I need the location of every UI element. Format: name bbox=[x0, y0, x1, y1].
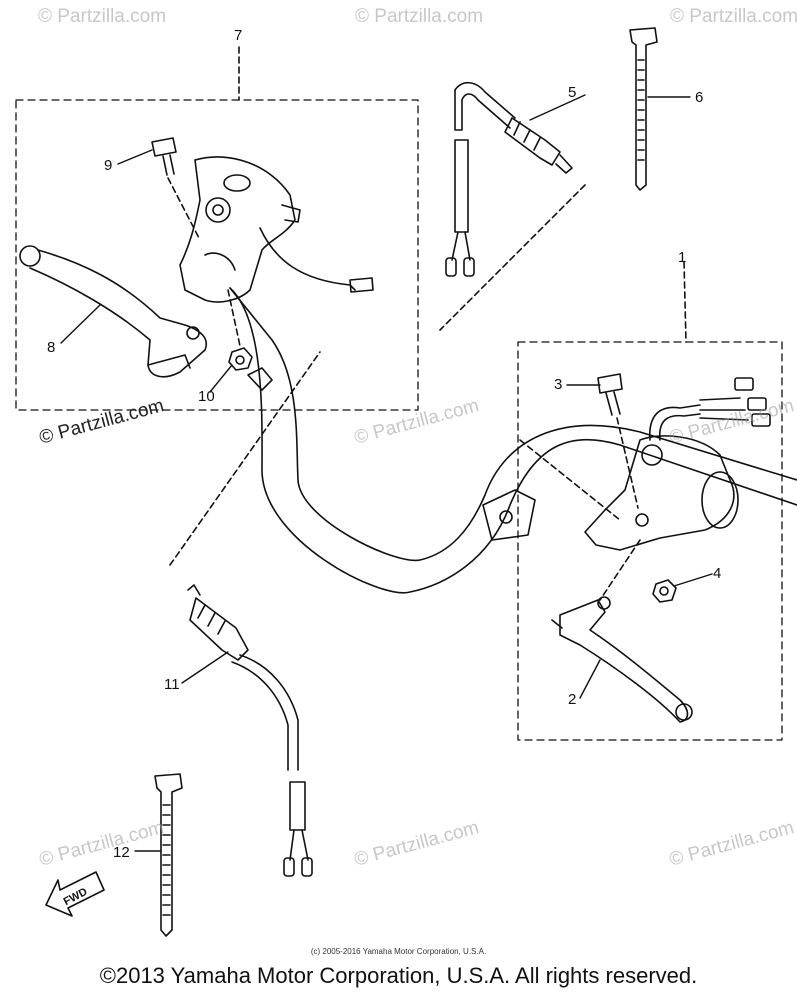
callout-9: 9 bbox=[104, 157, 113, 174]
callout-4: 4 bbox=[713, 565, 722, 582]
callout-12: 12 bbox=[113, 844, 130, 861]
handlebar-tube bbox=[229, 287, 797, 594]
copyright-small: (c) 2005-2016 Yamaha Motor Corporation, … bbox=[310, 947, 487, 956]
watermark: © Partzilla.com bbox=[355, 6, 484, 27]
switch-cable-5 bbox=[439, 81, 586, 331]
nut-4 bbox=[652, 579, 677, 603]
nut-10 bbox=[227, 289, 273, 391]
callout-10: 10 bbox=[198, 388, 215, 405]
cable-tie-12 bbox=[154, 773, 183, 937]
screw-3 bbox=[597, 373, 639, 509]
screw-9 bbox=[151, 137, 201, 241]
callout-2: 2 bbox=[568, 691, 577, 708]
callout-8: 8 bbox=[47, 339, 56, 356]
group-box-left bbox=[15, 99, 419, 411]
cable-tie-6 bbox=[629, 27, 658, 191]
right-lever-holder bbox=[519, 377, 771, 601]
group-box-right bbox=[517, 341, 783, 741]
fwd-arrow-icon bbox=[45, 871, 105, 917]
clutch-lever-8 bbox=[19, 245, 207, 378]
callout-3: 3 bbox=[554, 376, 563, 393]
switch-cable-11 bbox=[169, 351, 321, 877]
copyright-main: ©2013 Yamaha Motor Corporation, U.S.A. A… bbox=[99, 963, 698, 988]
callout-1: 1 bbox=[678, 249, 687, 266]
callout-5: 5 bbox=[568, 84, 577, 101]
watermark: © Partzilla.com bbox=[38, 6, 167, 27]
callout-6: 6 bbox=[695, 89, 704, 106]
callout-7: 7 bbox=[234, 27, 243, 44]
callout-11: 11 bbox=[164, 676, 180, 693]
left-lever-holder bbox=[179, 156, 374, 303]
watermark: © Partzilla.com bbox=[670, 6, 797, 27]
brake-lever-2 bbox=[551, 596, 693, 723]
